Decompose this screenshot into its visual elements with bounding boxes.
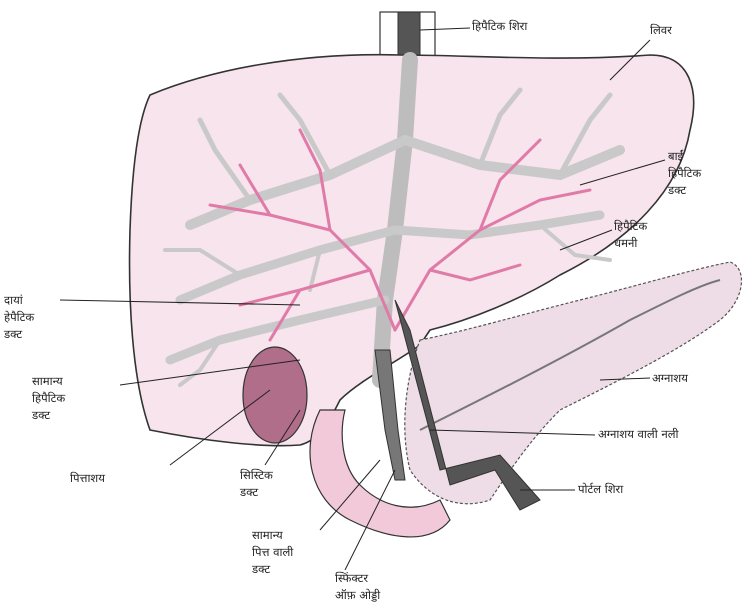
- label-cystic-duct: सिस्टिक डक्ट: [240, 468, 273, 499]
- label-common-hepatic-duct: सामान्य हिपैटिक डक्ट: [32, 374, 66, 422]
- label-left-hepatic-duct: बाईं हिपैटिक डक्ट: [668, 149, 702, 197]
- label-common-bile-duct: सामान्य पित्त वाली डक्ट: [252, 528, 294, 576]
- pancreatic-duct-line: [419, 279, 721, 431]
- duodenum-shape: [309, 409, 451, 538]
- label-leader-lines: [59, 27, 666, 571]
- label-hepatic-vein: हिपैटिक शिरा: [472, 19, 528, 33]
- label-liver: लिवर: [650, 23, 672, 37]
- label-hepatic-artery: हिपैटिक धमनी: [614, 219, 648, 250]
- common-bile-duct-shape: [374, 349, 406, 481]
- label-pancreas: अग्नाशय: [652, 371, 688, 385]
- pancreas-shape: [404, 261, 743, 505]
- hepatic-artery-branches: [208, 128, 592, 342]
- label-gallbladder: पित्ताशय: [70, 471, 105, 485]
- portal-vein-shape: [394, 299, 541, 511]
- label-sphincter-of-oddi: स्फिंक्टर ऑफ़ ओड्डी: [335, 571, 381, 602]
- label-pancreatic-duct: अग्नाशय वाली नली: [598, 427, 679, 441]
- gallbladder-shape: [242, 346, 308, 444]
- label-portal-vein: पोर्टल शिरा: [578, 482, 624, 496]
- label-right-hepatic-duct: दायां हेपैटिक डक्ट: [4, 293, 35, 341]
- bile-duct-tree: [163, 52, 625, 388]
